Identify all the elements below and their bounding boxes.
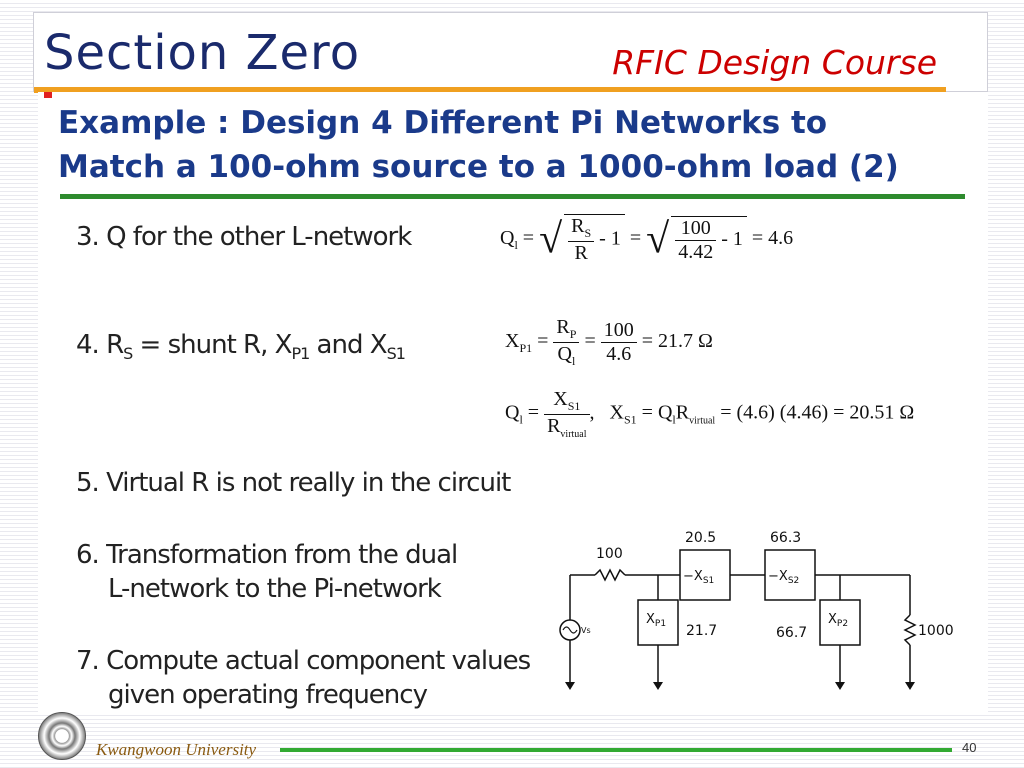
example-heading: Example : Design 4 Different Pi Networks… bbox=[58, 101, 899, 189]
step-5: 5. Virtual R is not really in the circui… bbox=[76, 468, 511, 498]
xp-result: = 21.7 Ω bbox=[641, 330, 713, 353]
step-4: 4. RS = shunt R, XP1 and XS1 bbox=[76, 330, 406, 364]
slide-header: Section Zero RFIC Design Course bbox=[33, 12, 988, 93]
svg-text:XP1: XP1 bbox=[646, 612, 666, 629]
xs-result: = (4.6) (4.46) = 20.51 Ω bbox=[720, 401, 915, 424]
section-title: Section Zero bbox=[44, 25, 361, 81]
footer-university: Kwangwoon University bbox=[96, 740, 257, 759]
example-heading-line2: Match a 100-ohm source to a 1000-ohm loa… bbox=[58, 149, 899, 185]
university-seal-logo bbox=[38, 712, 86, 760]
step-7: 7. Compute actual component values given… bbox=[76, 646, 531, 710]
q-result: = 4.6 bbox=[751, 227, 794, 250]
xp2-value: 66.7 bbox=[776, 625, 807, 641]
step-3: 3. Q for the other L-network bbox=[76, 222, 412, 252]
sqrt-symbol-2: √ bbox=[646, 216, 670, 263]
course-title: RFIC Design Course bbox=[612, 43, 937, 82]
page-number: 40 bbox=[962, 740, 977, 755]
xs2-value: 66.3 bbox=[770, 530, 801, 546]
orange-divider bbox=[34, 87, 946, 93]
xp1-value: 21.7 bbox=[686, 623, 717, 639]
svg-text:−XS1: −XS1 bbox=[683, 569, 714, 586]
footer-divider bbox=[280, 748, 952, 752]
source-symbol: Vs bbox=[581, 626, 591, 635]
bullet-marker bbox=[44, 92, 52, 98]
q-lhs: Q bbox=[500, 227, 515, 250]
svg-text:−XS2: −XS2 bbox=[768, 569, 799, 586]
load-resistor bbox=[903, 614, 917, 646]
sqrt-symbol: √ bbox=[539, 216, 563, 263]
xs1-value: 20.5 bbox=[685, 530, 716, 546]
source-resistor bbox=[594, 568, 626, 582]
example-heading-line1: Example : Design 4 Different Pi Networks… bbox=[58, 105, 828, 141]
load-value: 1000 bbox=[918, 623, 954, 639]
green-divider bbox=[60, 194, 965, 199]
svg-text:XP2: XP2 bbox=[828, 612, 848, 629]
source-r-label: 100 bbox=[596, 546, 623, 562]
pi-network-circuit: 100 20.5 66.3 −XS1 −XS2 XP1 XP2 21.7 66.… bbox=[559, 530, 954, 690]
step-6: 6. Transformation from the dual L-networ… bbox=[76, 540, 458, 604]
